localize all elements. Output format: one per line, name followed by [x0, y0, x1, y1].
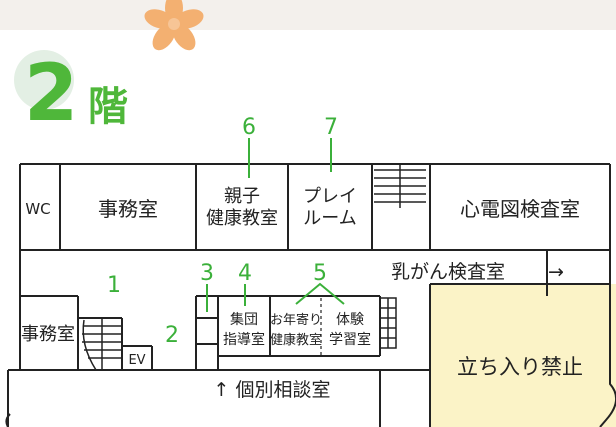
- marker-4: 4: [238, 261, 252, 286]
- marker-3: 3: [200, 261, 214, 286]
- flower-icon: [144, 0, 204, 51]
- floor-number: 2: [24, 49, 78, 139]
- room-play-2: ルーム: [303, 208, 356, 229]
- room-elderly-1: お年寄り: [270, 312, 322, 328]
- walls: [5, 163, 616, 427]
- room-parent-child-2: 健康教室: [206, 208, 278, 229]
- room-restricted: 立ち入り禁止: [457, 355, 583, 379]
- marker-5: 5: [313, 261, 327, 286]
- floor-suffix: 階: [88, 84, 128, 130]
- room-breast: 乳がん検査室: [391, 261, 505, 283]
- title-badge: [14, 50, 74, 110]
- room-experience-1: 体験: [336, 312, 364, 328]
- room-office-left: 事務室: [21, 324, 75, 345]
- stairs-mid: [379, 297, 397, 349]
- room-elderly-2: 健康教室: [270, 332, 322, 348]
- room-experience-2: 学習室: [329, 331, 371, 348]
- top-band: [0, 0, 616, 30]
- room-group-1: 集団: [230, 311, 258, 328]
- room-group-2: 指導室: [223, 331, 265, 348]
- breast-arrow-icon: →: [548, 261, 564, 283]
- marker-7: 7: [324, 115, 338, 140]
- room-consult: ↑ 個別相談室: [214, 379, 331, 401]
- room-ecg: 心電図検査室: [460, 197, 580, 221]
- marker-leaders: [206, 138, 345, 312]
- restricted-area: [430, 284, 616, 427]
- marker-6: 6: [242, 115, 256, 140]
- marker-1: 1: [107, 273, 121, 298]
- marker-2: 2: [165, 323, 179, 348]
- stairs-left: [82, 318, 122, 371]
- stairs-top: [374, 164, 426, 208]
- room-parent-child-1: 親子: [224, 186, 260, 207]
- room-office-top: 事務室: [98, 197, 158, 221]
- room-wc: WC: [25, 200, 50, 218]
- room-ev: EV: [128, 353, 145, 368]
- room-play-1: プレイ: [303, 186, 357, 207]
